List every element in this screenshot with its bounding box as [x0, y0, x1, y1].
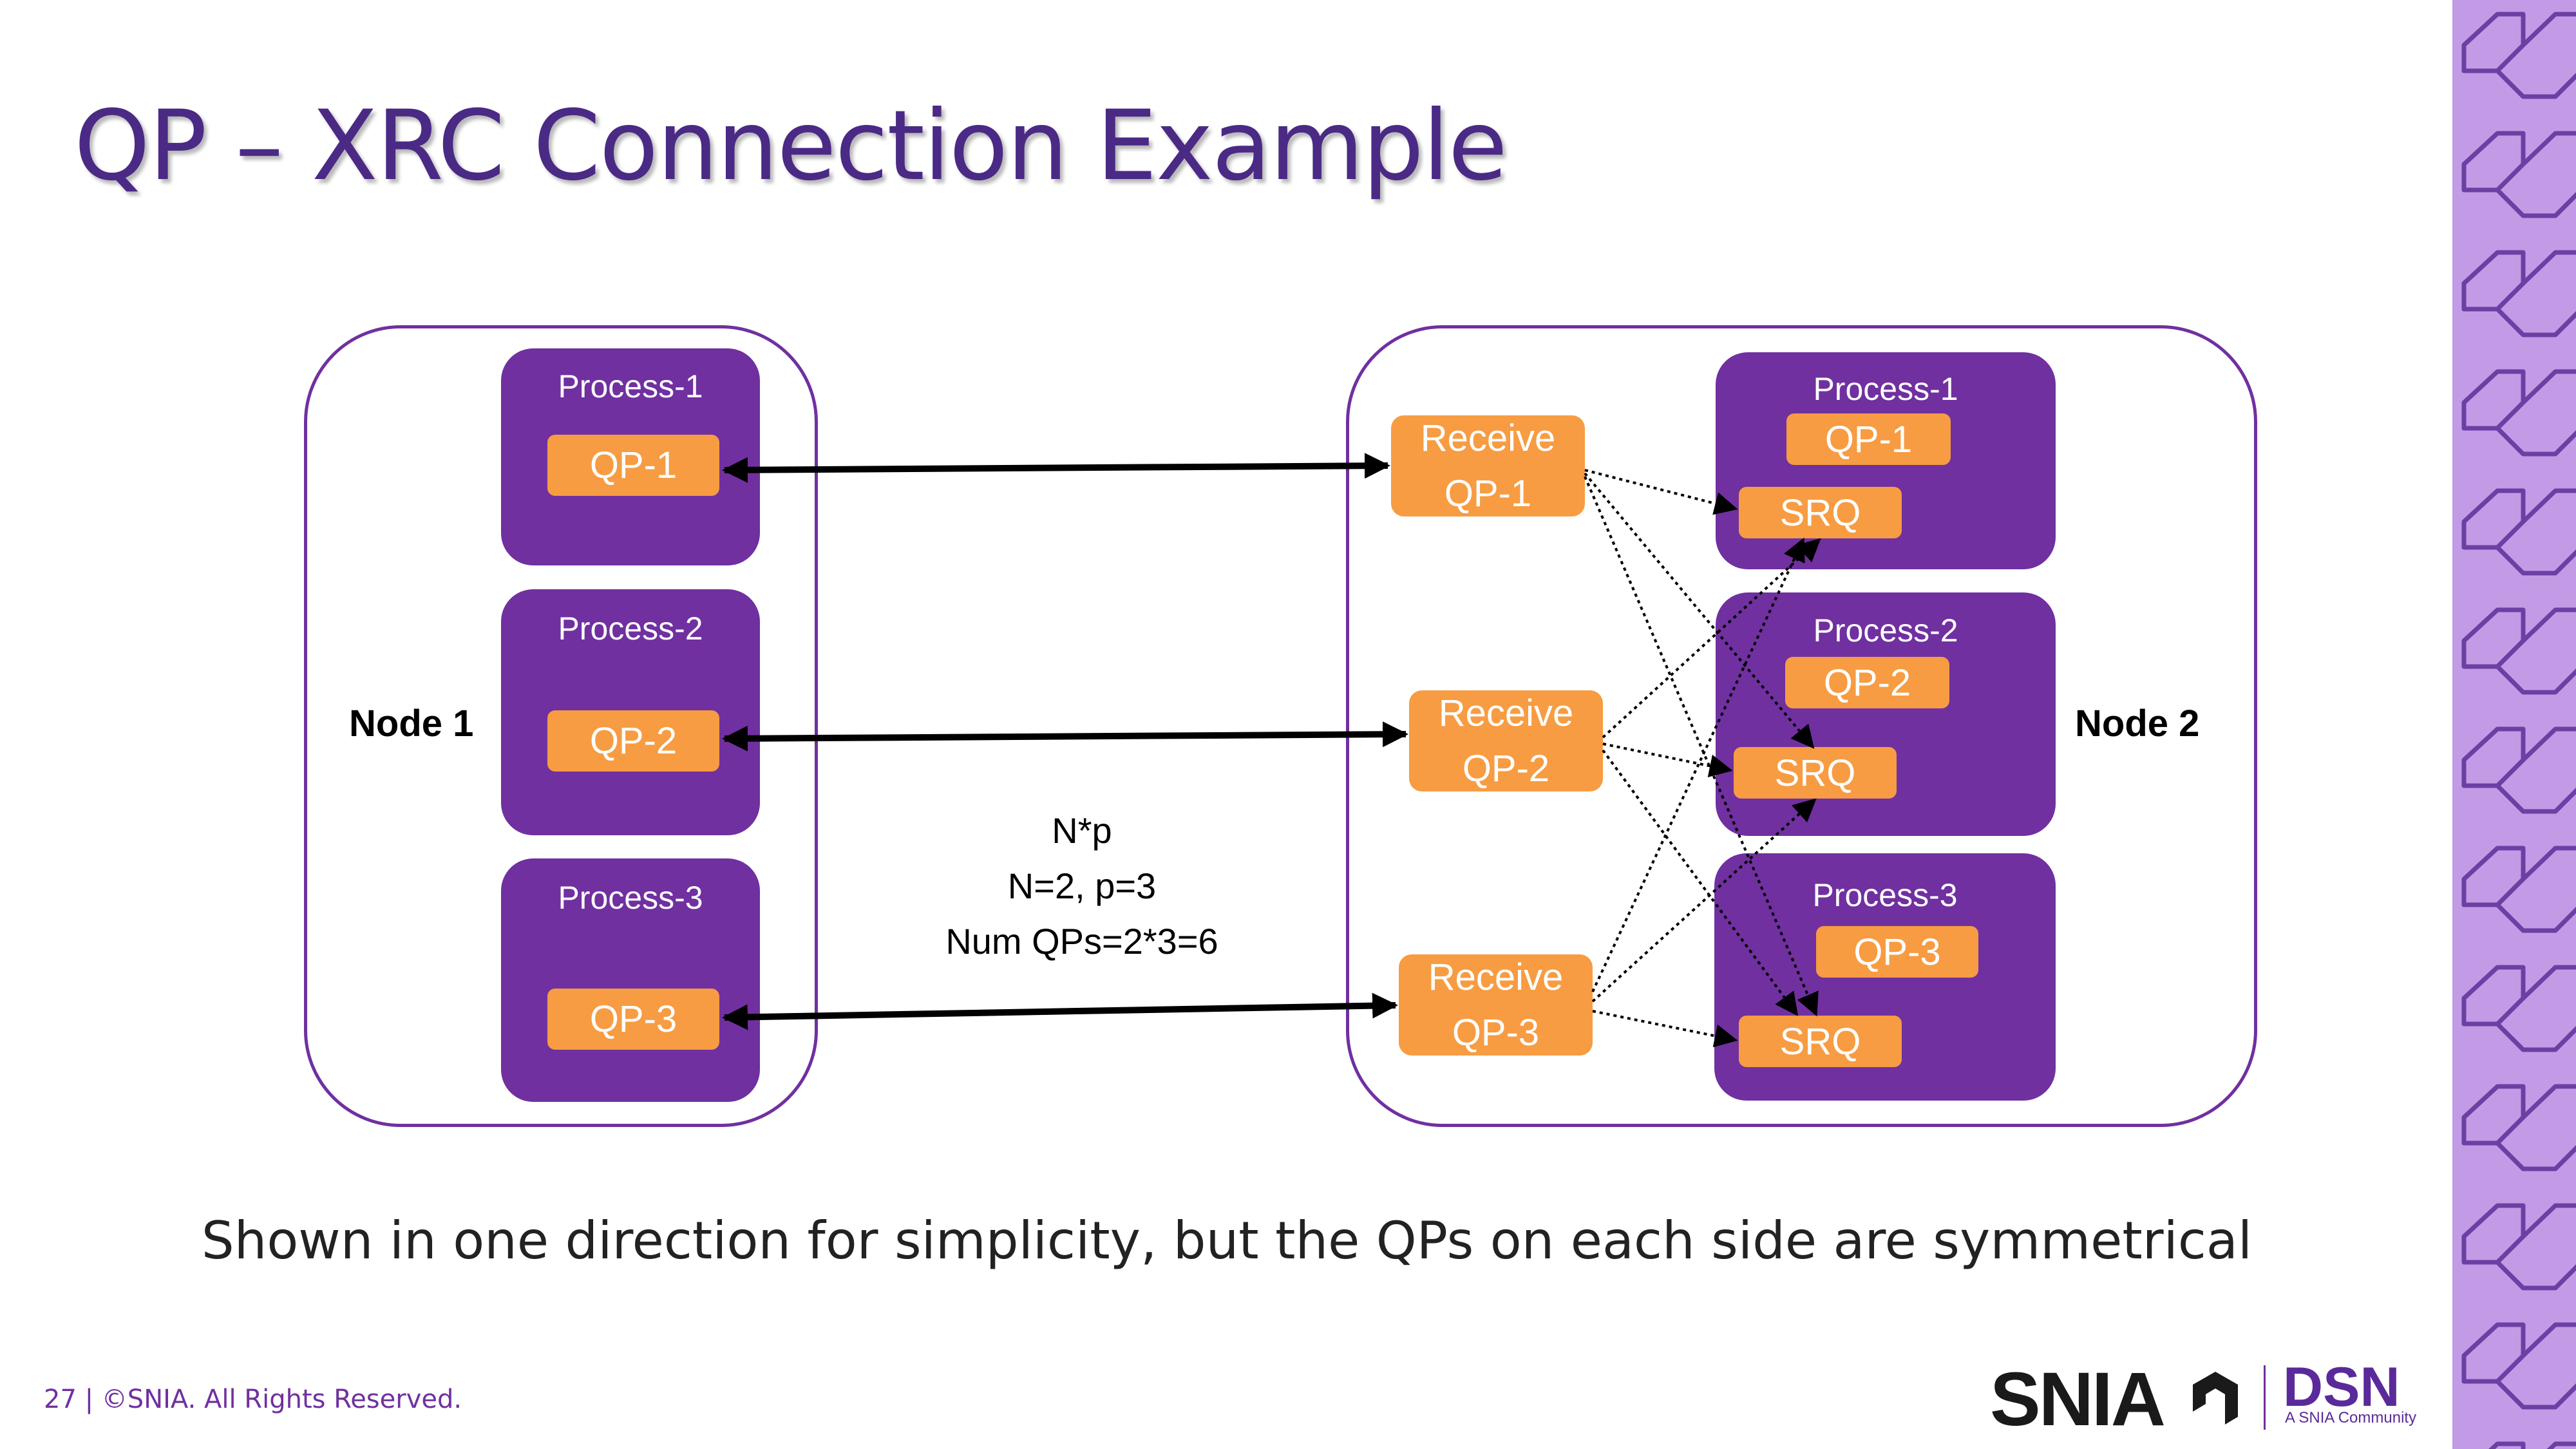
receive-qp-1: Receive QP-1	[1391, 415, 1585, 516]
node2-qp-1: QP-1	[1786, 413, 1951, 465]
node1-qp-3: QP-3	[547, 989, 719, 1050]
dotted-r3-srq2	[1591, 798, 1817, 1003]
receive-qp-3-line1: Receive	[1428, 956, 1564, 998]
node1-qp-1: QP-1	[547, 435, 719, 496]
dsn-logo-text: DSN	[2283, 1356, 2400, 1418]
dsn-logo-subtitle: A SNIA Community	[2285, 1409, 2417, 1426]
node-1-label: Node 1	[349, 703, 474, 744]
dotted-r3-srq1	[1591, 537, 1805, 992]
dotted-r2-srq2	[1602, 743, 1733, 778]
logo-divider	[2264, 1365, 2266, 1430]
receive-qp-2: Receive QP-2	[1409, 690, 1603, 791]
node2-qp-3: QP-3	[1816, 926, 1978, 978]
dotted-r1-srq1	[1584, 469, 1738, 515]
decorative-sidebar	[2452, 0, 2576, 1449]
dotted-r2-srq3	[1602, 749, 1799, 1016]
footer-copyright: 27 | ©SNIA. All Rights Reserved.	[44, 1385, 462, 1414]
node1-process-1-label: Process-1	[558, 368, 703, 404]
node2-srq-2: SRQ	[1734, 747, 1897, 799]
formula-line-3: Num QPs=2*3=6	[945, 921, 1218, 961]
node2-process-3-label: Process-3	[1812, 877, 1958, 913]
snia-logo-text: SNIA	[1990, 1357, 2166, 1442]
caption: Shown in one direction for simplicity, b…	[201, 1211, 2253, 1271]
receive-qp-3-line2: QP-3	[1452, 1011, 1540, 1054]
node2-qp-2: QP-2	[1785, 657, 1949, 708]
dotted-r1-srq2	[1584, 472, 1815, 749]
node2-process-2-label: Process-2	[1813, 612, 1958, 649]
receive-qp-2-line2: QP-2	[1462, 747, 1550, 790]
receive-qp-1-line1: Receive	[1420, 417, 1556, 459]
arrow-qp3	[722, 992, 1398, 1030]
formula-block: N*p N=2, p=3 Num QPs=2*3=6	[889, 803, 1275, 969]
arrow-qp2	[722, 721, 1408, 752]
receive-qp-3: Receive QP-3	[1399, 954, 1593, 1056]
slide-title: QP – XRC Connection Example	[74, 90, 1508, 202]
formula-line-2: N=2, p=3	[1007, 866, 1157, 906]
receive-qp-2-line1: Receive	[1438, 692, 1574, 734]
node2-srq-3: SRQ	[1739, 1016, 1902, 1067]
node2-srq-1: SRQ	[1739, 487, 1902, 538]
formula-line-1: N*p	[1052, 810, 1112, 851]
node1-process-3: Process-3	[501, 858, 760, 1102]
dotted-r3-srq3	[1592, 1010, 1738, 1048]
node1-process-3-label: Process-3	[558, 880, 703, 916]
sidebar-pattern-icon	[2452, 0, 2576, 1449]
receive-qp-1-line2: QP-1	[1444, 472, 1532, 515]
node-2-label: Node 2	[2075, 703, 2200, 744]
node1-qp-2: QP-2	[547, 710, 719, 772]
snia-logo-mark-icon	[2193, 1372, 2238, 1425]
dotted-r2-srq1	[1602, 538, 1821, 739]
node1-process-2-label: Process-2	[558, 611, 703, 647]
dotted-r1-srq3	[1584, 476, 1819, 1017]
arrow-qp1	[722, 453, 1390, 483]
node2-process-1-label: Process-1	[1813, 371, 1958, 407]
